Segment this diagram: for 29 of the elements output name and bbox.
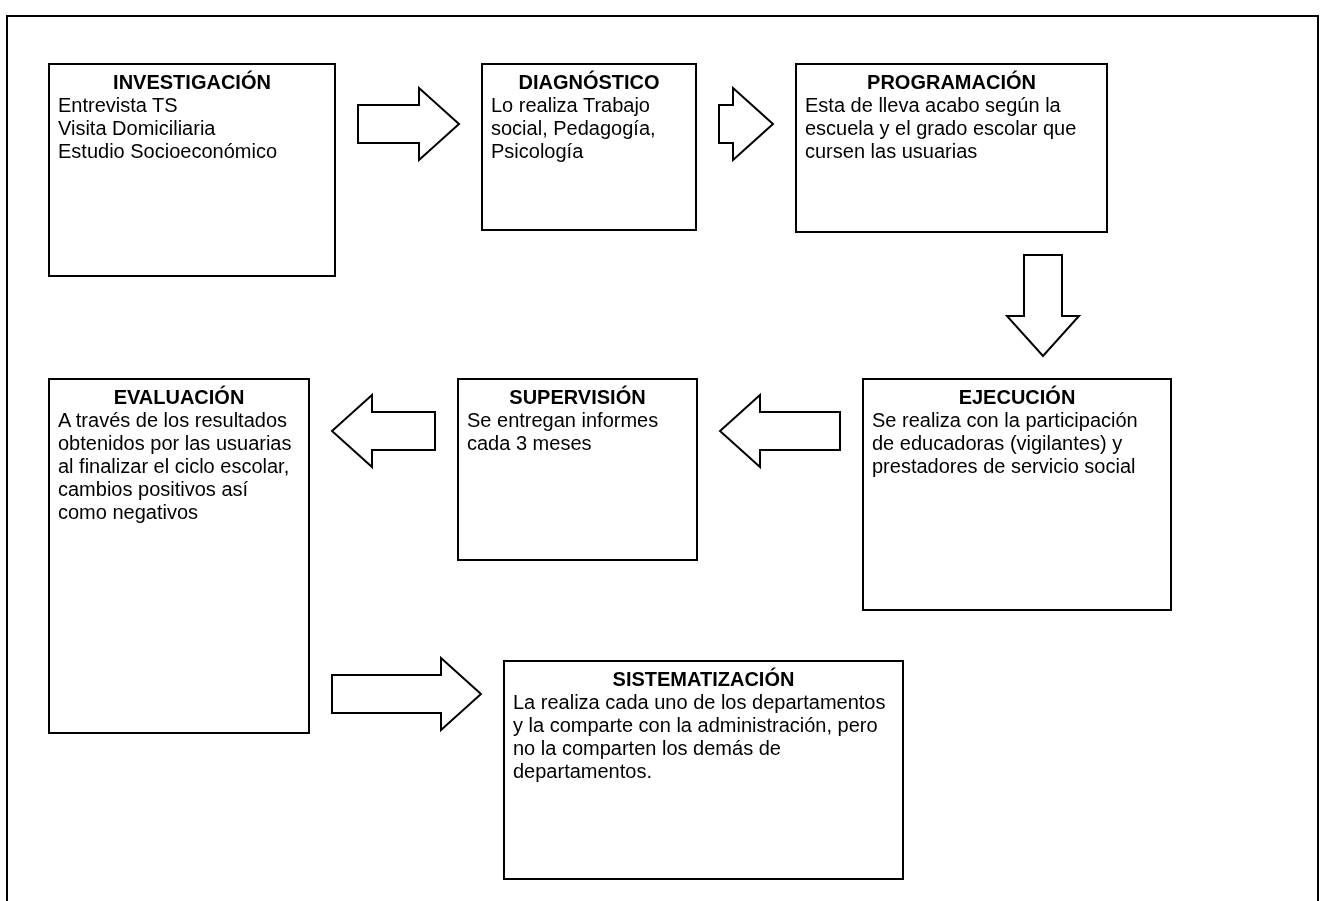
box-text: Estudio Socioeconómico (58, 140, 278, 163)
box-heading: PROGRAMACIÓN (866, 71, 1037, 94)
box-heading: EJECUCIÓN (957, 386, 1077, 409)
box-text: Se realiza con la participación de educadoras (vigilantes) y prestadores de servicio social (872, 409, 1139, 478)
box-text: Se entregan informes cada 3 meses (467, 409, 660, 455)
process-box (862, 378, 1172, 611)
block-arrow (331, 655, 483, 733)
process-box (457, 378, 698, 561)
box-heading: INVESTIGACIÓN (112, 71, 272, 94)
process-box (503, 660, 904, 880)
block-arrow (1004, 254, 1082, 358)
box-text: Lo realiza Trabajo social, Pedagogía, Psicología (491, 94, 657, 163)
box-heading: SISTEMATIZACIÓN (611, 668, 796, 691)
process-box (481, 63, 697, 231)
box-heading: SUPERVISIÓN (508, 386, 647, 409)
process-box (48, 378, 310, 734)
box-text: Entrevista TS (58, 94, 179, 117)
box-text: Esta de lleva acabo según la escuela y el grado escolar que cursen las usuarias (805, 94, 1078, 163)
box-text: La realiza cada uno de los departamentos y la comparte con la administración, pero no la comparten los demás de departamentos. (513, 691, 887, 783)
box-heading: DIAGNÓSTICO (517, 71, 661, 94)
block-arrow (718, 85, 775, 163)
block-arrow (357, 85, 461, 163)
process-box (48, 63, 336, 277)
block-arrow (718, 392, 841, 470)
box-text: Visita Domiciliaria (58, 117, 217, 140)
block-arrow (330, 392, 436, 470)
process-box (795, 63, 1108, 233)
box-text: A través de los resultados obtenidos por las usuarias al finalizar el ciclo escolar, cambios positivos así como negativos (58, 409, 293, 524)
box-heading: EVALUACIÓN (112, 386, 246, 409)
